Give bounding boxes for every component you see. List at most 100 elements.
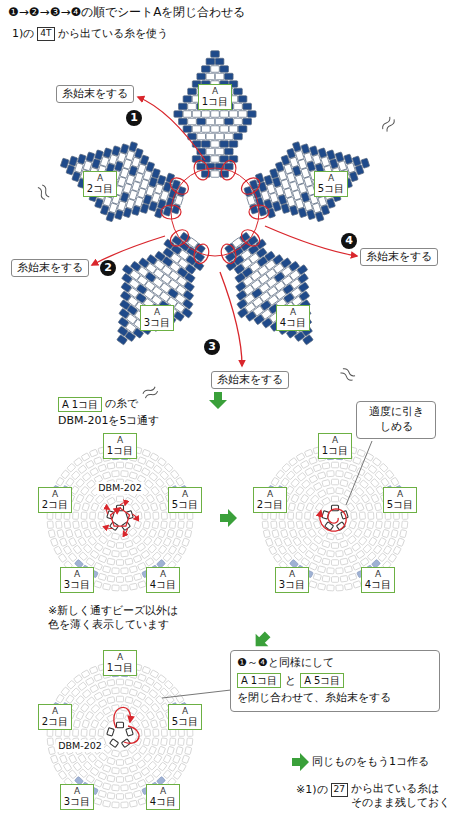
bead [300, 460, 309, 468]
bead [327, 585, 334, 591]
callout-number-text: 4 [341, 233, 357, 249]
label-text: 2コ目 [257, 499, 283, 510]
bead [68, 553, 77, 562]
bead [284, 538, 292, 547]
bead [346, 503, 355, 512]
thread-loop [249, 205, 269, 219]
thread-path [124, 726, 139, 743]
bead [138, 457, 147, 465]
bead [166, 695, 175, 704]
label-text: A [150, 786, 176, 796]
callout-text: を閉じ合わせて、糸始末をする [237, 690, 433, 707]
bead [164, 239, 175, 249]
bead [142, 449, 151, 457]
bead [85, 460, 94, 468]
bead [178, 546, 186, 555]
bead [149, 529, 157, 538]
bead [131, 503, 140, 512]
bead [141, 550, 150, 559]
bead [76, 494, 84, 503]
bead [173, 771, 182, 780]
bead [206, 58, 215, 65]
bead [112, 585, 119, 591]
bead [91, 704, 100, 713]
label-text: 1コ目 [251, 674, 277, 687]
bead [332, 560, 339, 566]
bead [332, 462, 339, 468]
bead [129, 800, 137, 807]
bead [111, 750, 119, 757]
part-label: A2コ目 [253, 487, 287, 512]
bead [153, 729, 159, 736]
thread-spiral [320, 509, 346, 531]
label-text: 4コ目 [280, 317, 306, 328]
bead [47, 512, 53, 519]
bead [378, 538, 386, 547]
bead [94, 581, 102, 589]
note-text: DBM-201を5コ通す [58, 414, 159, 428]
bead [95, 150, 104, 160]
bead [145, 480, 154, 489]
bead [288, 521, 295, 529]
label-text: A [42, 489, 68, 499]
bead [83, 761, 92, 770]
note-text: ※新しく通すビーズ以外は 色を薄く表示しています [48, 604, 198, 633]
bead [145, 558, 154, 567]
label-text: 5コ目 [318, 183, 344, 194]
part-label: A1コ目 [198, 84, 232, 109]
bead [192, 111, 201, 118]
bead [153, 682, 162, 691]
bead [103, 566, 111, 573]
bead [134, 573, 142, 580]
bead [282, 463, 291, 472]
label-text: 27 [334, 784, 345, 796]
bead [176, 530, 183, 538]
bead [64, 512, 70, 519]
bead [206, 73, 215, 80]
bead [63, 546, 71, 555]
label-text: 1コ目 [107, 662, 133, 673]
bead [86, 558, 95, 567]
bead [215, 118, 224, 125]
bead [220, 111, 229, 118]
bead [289, 458, 298, 467]
bead [98, 790, 106, 797]
bead [121, 802, 128, 808]
bead [78, 682, 87, 691]
bead [133, 464, 141, 472]
bead [83, 544, 92, 553]
bead [136, 495, 145, 504]
bead [305, 521, 312, 529]
bead [322, 497, 331, 505]
bead [185, 747, 192, 755]
label-text: 2コ目 [87, 183, 113, 194]
bead [188, 103, 197, 110]
label-text: 4コ目 [365, 579, 391, 590]
bead [197, 73, 206, 80]
bead [139, 746, 148, 755]
bead [313, 512, 319, 520]
bead [160, 688, 169, 697]
bead [322, 462, 330, 469]
bead [143, 536, 152, 545]
part-label: A2コ目 [83, 171, 117, 196]
bead [347, 535, 356, 544]
callout-number: 1 [126, 110, 142, 126]
bead [160, 503, 167, 511]
bead [168, 546, 176, 555]
thread-end-arrow [138, 97, 205, 160]
bead [146, 494, 154, 503]
bead [103, 528, 112, 537]
bead [211, 141, 220, 148]
bead [87, 480, 96, 489]
bead [211, 111, 220, 118]
bead [336, 471, 344, 477]
bead [129, 566, 137, 573]
label-text: A [107, 652, 133, 662]
bead [121, 550, 129, 556]
bead [81, 512, 87, 519]
bead [155, 696, 164, 705]
bead [121, 785, 128, 791]
bead [301, 144, 310, 154]
thread-loop [219, 159, 238, 182]
